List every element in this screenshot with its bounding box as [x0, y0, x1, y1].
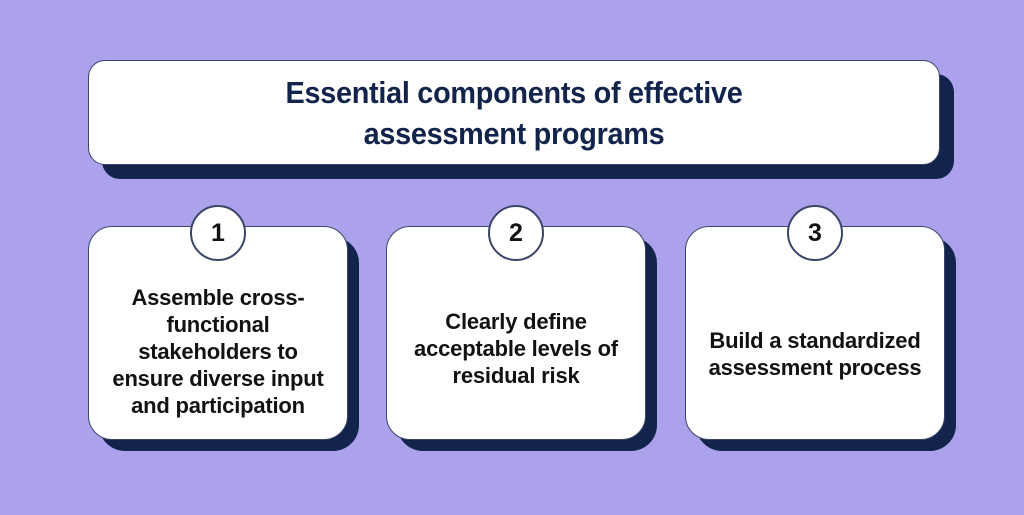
step-badge-1: 1 [190, 205, 246, 261]
step-card-2: Clearly define acceptable levels of resi… [386, 226, 646, 440]
step-card-3-text: Build a standardized assessment process [708, 328, 922, 380]
page-title-line-1: Essential components of effective [285, 74, 743, 110]
step-card-3: Build a standardized assessment process [685, 226, 945, 440]
step-card-1: Assemble cross-functional stakeholders t… [88, 226, 348, 440]
step-badge-3: 3 [787, 205, 843, 261]
step-badge-2-number: 2 [509, 218, 523, 247]
title-card: Essential components of effective assess… [88, 60, 940, 165]
page-title: Essential components of effective assess… [207, 72, 821, 154]
step-card-2-text: Clearly define acceptable levels of resi… [414, 308, 618, 388]
page-title-line-2: assessment programs [363, 115, 665, 151]
step-card-1-text: Assemble cross-functional stakeholders t… [112, 285, 324, 418]
step-badge-1-number: 1 [211, 218, 225, 247]
step-badge-2: 2 [488, 205, 544, 261]
step-badge-3-number: 3 [808, 218, 822, 247]
